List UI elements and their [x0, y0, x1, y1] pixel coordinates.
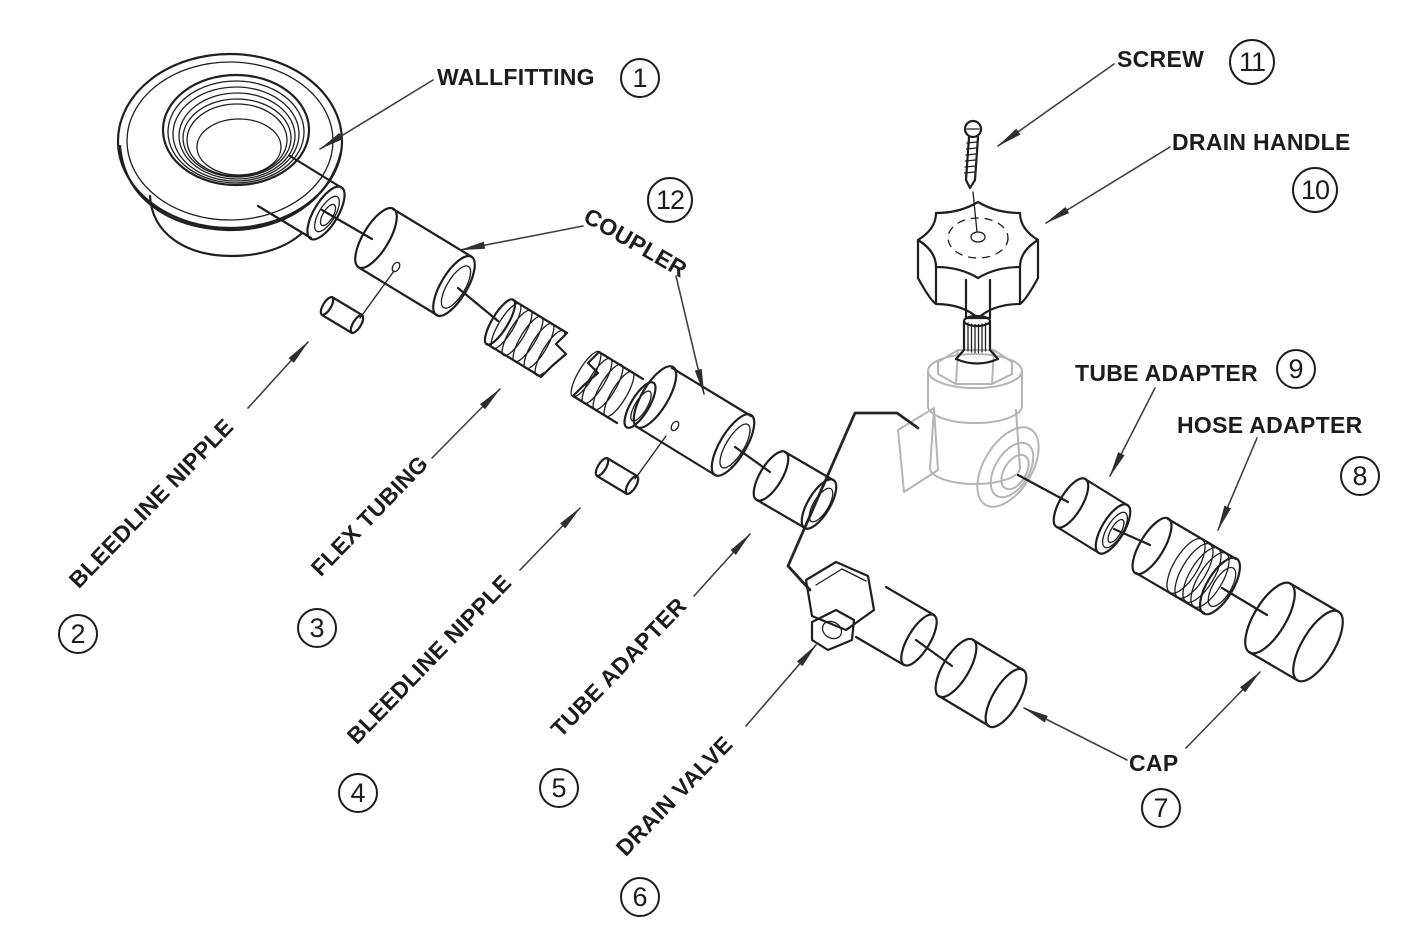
bleedline-nipple-b-drawing	[594, 456, 640, 496]
part-number-bleedline-nipple-a: 2	[58, 614, 98, 654]
part-label-hose-adapter: HOSE ADAPTER	[1177, 412, 1363, 438]
part-number-tube-adapter-b: 9	[1276, 349, 1316, 389]
cap-b-drawing	[1244, 581, 1344, 683]
part-number-tube-adapter-a: 5	[539, 768, 579, 808]
tube-adapter-a-drawing	[752, 450, 838, 530]
hose-adapter-drawing	[1131, 516, 1241, 616]
bleedline-nipple-a-drawing	[319, 295, 365, 335]
part-label-wallfitting: WALLFITTING	[437, 64, 595, 90]
drain-valve-drawing	[804, 560, 938, 667]
tube-adapter-b-drawing	[1052, 477, 1132, 555]
valve-stem-drawing	[954, 314, 1000, 365]
part-number-wallfitting: 1	[620, 58, 660, 98]
coupler-a-drawing	[354, 206, 476, 318]
screw-drawing	[963, 119, 983, 190]
part-number-screw: 11	[1229, 39, 1275, 85]
valve-body-drawing	[897, 349, 1040, 508]
axis-lines	[320, 191, 1269, 668]
coupler-b-drawing	[632, 365, 756, 477]
wallfitting-drawing	[116, 52, 346, 258]
part-number-cap: 7	[1141, 788, 1181, 828]
part-number-hose-adapter: 8	[1340, 456, 1380, 496]
drain-handle-drawing	[916, 200, 1040, 320]
cap-a-drawing	[934, 637, 1028, 729]
part-label-screw: SCREW	[1117, 46, 1205, 72]
flex-tubing-drawing	[483, 298, 657, 429]
part-label-drain-handle: DRAIN HANDLE	[1172, 129, 1351, 155]
leader-lines	[247, 63, 1261, 761]
part-number-flex-tubing: 3	[297, 608, 337, 648]
part-number-bleedline-nipple-b: 4	[338, 773, 378, 813]
part-label-cap: CAP	[1129, 750, 1179, 776]
part-number-coupler: 12	[647, 177, 693, 223]
part-number-drain-handle: 10	[1292, 167, 1338, 213]
part-label-tube-adapter-b: TUBE ADAPTER	[1075, 360, 1258, 386]
connection-route-line	[786, 411, 920, 592]
part-number-drain-valve: 6	[620, 877, 660, 917]
